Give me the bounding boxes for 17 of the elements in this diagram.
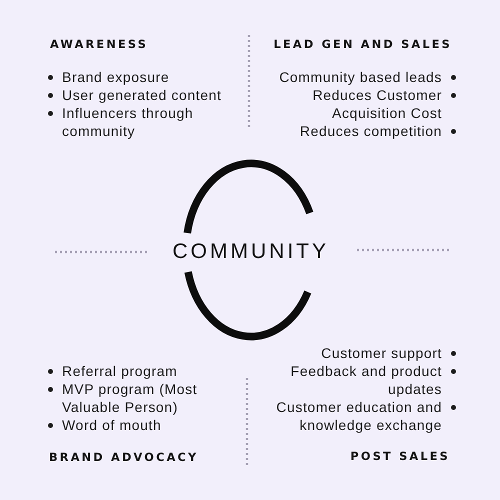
list-item: Customer education and knowledge exchange bbox=[275, 398, 442, 434]
list-item: Reduces competition bbox=[298, 122, 442, 140]
list-item: Referral program bbox=[62, 362, 178, 380]
list-item: Feedback and product updates bbox=[290, 362, 442, 398]
list-item: MVP program (Most Valuable Person) bbox=[62, 380, 198, 416]
section-heading: LEAD GEN AND SALES bbox=[274, 38, 452, 52]
section-heading: AWARENESS bbox=[50, 38, 148, 52]
section-heading: BRAND ADVOCACY bbox=[49, 451, 198, 465]
section-heading: POST SALES bbox=[350, 450, 450, 464]
list-item: Word of mouth bbox=[62, 416, 162, 434]
list-item: Reduces Customer Acquisition Cost bbox=[312, 86, 442, 122]
center-title: COMMUNITY bbox=[172, 240, 329, 264]
list-item: Brand exposure bbox=[62, 68, 170, 86]
list-item: Community based leads bbox=[278, 68, 442, 86]
list-item: User generated content bbox=[62, 86, 223, 104]
list-item: Customer support bbox=[320, 344, 442, 362]
list-item: Influencers through community bbox=[62, 104, 194, 140]
